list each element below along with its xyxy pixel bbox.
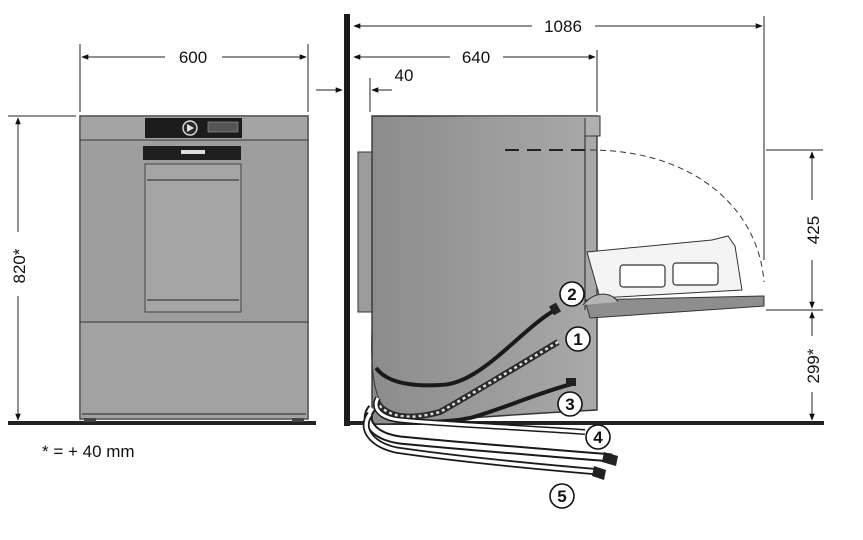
door-hinge	[582, 293, 619, 306]
foot-left	[84, 418, 96, 422]
dimension-1086: 1086	[353, 16, 765, 260]
side-view-machine	[357, 115, 601, 425]
callout-4: 4	[585, 424, 611, 450]
dimension-40: 40	[316, 66, 413, 112]
rack-compartment-1	[619, 264, 666, 288]
dim-door-height: 425	[804, 216, 823, 244]
hose-2	[374, 308, 556, 388]
play-icon	[187, 124, 194, 132]
callout-3: 3	[557, 391, 583, 417]
dimension-425: 425	[766, 149, 823, 311]
footnote: * = + 40 mm	[42, 442, 135, 461]
svg-text:5: 5	[557, 487, 566, 506]
worktop-lip	[372, 115, 601, 137]
swing-arc	[589, 149, 765, 283]
side-cabinet	[371, 115, 598, 425]
rack-compartment-2	[672, 262, 719, 286]
dim-machine-depth: 640	[462, 48, 490, 67]
hoses	[362, 302, 618, 480]
callouts: 1 2 3 4 5	[549, 281, 611, 509]
wall	[344, 14, 350, 426]
svg-text:3: 3	[565, 395, 574, 414]
dim-door-bottom: 299*	[804, 348, 823, 383]
floor-line-side	[344, 421, 824, 425]
dimension-600: 600	[79, 44, 309, 112]
callout-2: 2	[559, 281, 585, 307]
callout-5: 5	[549, 483, 575, 509]
svg-text:1: 1	[573, 330, 582, 349]
svg-text:2: 2	[567, 285, 576, 304]
dim-wall-gap: 40	[395, 66, 414, 85]
floor-line-front	[8, 421, 316, 425]
hose-end-fitting	[602, 452, 618, 466]
dimension-299: 299*	[804, 311, 823, 421]
open-door	[582, 235, 765, 319]
door-panel-open	[584, 295, 765, 319]
dim-height: 820*	[10, 248, 29, 283]
display-icon	[207, 121, 239, 133]
svg-text:4: 4	[593, 428, 603, 447]
brand-label	[181, 150, 205, 154]
foot-right	[292, 418, 304, 422]
dim-overall-depth: 1086	[544, 17, 582, 36]
front-view	[8, 115, 316, 425]
dimension-640: 640	[353, 48, 598, 112]
kick-panel	[79, 321, 309, 420]
callout-1: 1	[565, 326, 591, 352]
dim-front-width: 600	[179, 48, 207, 67]
door-swing	[505, 149, 765, 283]
dimension-820: 820*	[8, 115, 76, 421]
door-window	[144, 163, 242, 313]
